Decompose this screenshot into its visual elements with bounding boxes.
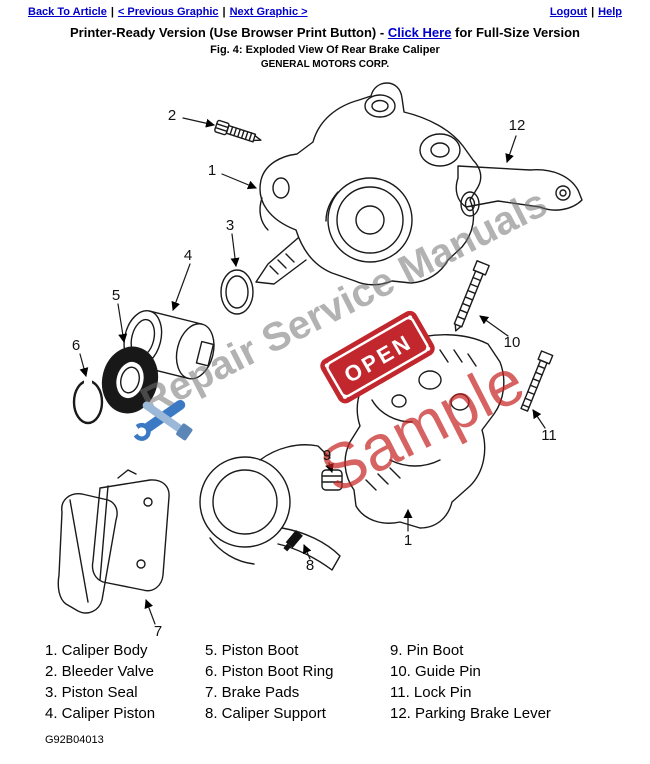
piston-boot-ring-part [72, 378, 104, 425]
legend-column-1: 1. Caliper Body 2. Bleeder Valve 3. Pist… [45, 640, 205, 724]
parking-brake-lever-part [455, 165, 583, 217]
company-name: GENERAL MOTORS CORP. [260, 59, 390, 70]
callout-labels: 2 1 12 3 4 5 6 9 10 11 1 8 7 [72, 107, 557, 638]
printer-line-suffix: for Full-Size Version [451, 25, 580, 40]
figure-code: G92B04013 [45, 734, 104, 746]
guide-pin-part [453, 260, 490, 332]
separator: | [591, 6, 595, 18]
legend-item: 11. Lock Pin [390, 684, 472, 701]
previous-graphic-link[interactable]: < Previous Graphic [117, 6, 219, 18]
legend-item: 12. Parking Brake Lever [390, 705, 551, 722]
separator: | [110, 6, 114, 18]
callout-11: 11 [541, 427, 557, 444]
legend-item: 5. Piston Boot [205, 642, 299, 659]
legend-item: 2. Bleeder Valve [45, 663, 154, 680]
callout-10: 10 [504, 334, 521, 351]
full-size-version-link[interactable]: Click Here [387, 25, 452, 40]
help-link[interactable]: Help [598, 6, 622, 18]
legend-item: 9. Pin Boot [390, 642, 464, 659]
legend-item: 10. Guide Pin [390, 663, 481, 680]
piston-seal-part [220, 269, 254, 315]
brake-pads-part [57, 469, 170, 614]
lock-pin-part [520, 350, 554, 412]
legend-column-2: 5. Piston Boot 6. Piston Boot Ring 7. Br… [205, 640, 390, 724]
callout-6: 6 [72, 337, 80, 354]
legend-item: 3. Piston Seal [45, 684, 138, 701]
callout-1-top: 1 [208, 162, 216, 179]
callout-5: 5 [112, 287, 120, 304]
callout-3: 3 [226, 217, 234, 234]
next-graphic-link[interactable]: Next Graphic > [229, 6, 308, 18]
bleeder-valve-part [214, 119, 262, 143]
parts-legend: 1. Caliper Body 2. Bleeder Valve 3. Pist… [0, 640, 650, 724]
callout-1-bottom: 1 [404, 532, 412, 549]
legend-item: 6. Piston Boot Ring [205, 663, 334, 680]
callout-8: 8 [306, 557, 314, 574]
nav-left: Back To Article|< Previous Graphic|Next … [28, 6, 308, 18]
legend-item: 7. Brake Pads [205, 684, 300, 701]
piston-boot-part [101, 346, 159, 414]
brake-caliper-diagram: Repair Service Manuals OPEN [57, 82, 583, 638]
callout-9: 9 [323, 447, 331, 464]
callout-4: 4 [184, 247, 192, 264]
logout-link[interactable]: Logout [549, 6, 588, 18]
callout-12: 12 [509, 117, 526, 134]
nav-right: Logout|Help [550, 6, 622, 18]
tools-icon [128, 399, 193, 441]
printer-ready-line: Printer-Ready Version (Use Browser Print… [0, 20, 650, 41]
callout-7: 7 [154, 623, 162, 638]
legend-column-3: 9. Pin Boot 10. Guide Pin 11. Lock Pin 1… [390, 640, 551, 724]
back-to-article-link[interactable]: Back To Article [28, 6, 107, 18]
printer-line-prefix: Printer-Ready Version (Use Browser Print… [69, 25, 388, 40]
figure-title: Fig. 4: Exploded View Of Rear Brake Cali… [210, 44, 440, 56]
legend-item: 4. Caliper Piston [45, 705, 156, 722]
legend-item: 8. Caliper Support [205, 705, 326, 722]
caliper-support-right-part [344, 334, 505, 529]
legend-item: 1. Caliper Body [45, 642, 148, 659]
caliper-body-part [255, 82, 482, 286]
leader-lines [79, 117, 546, 625]
top-navigation: Back To Article|< Previous Graphic|Next … [0, 0, 650, 20]
separator: | [222, 6, 226, 18]
caliper-support-part [199, 444, 341, 571]
callout-2: 2 [168, 107, 176, 124]
